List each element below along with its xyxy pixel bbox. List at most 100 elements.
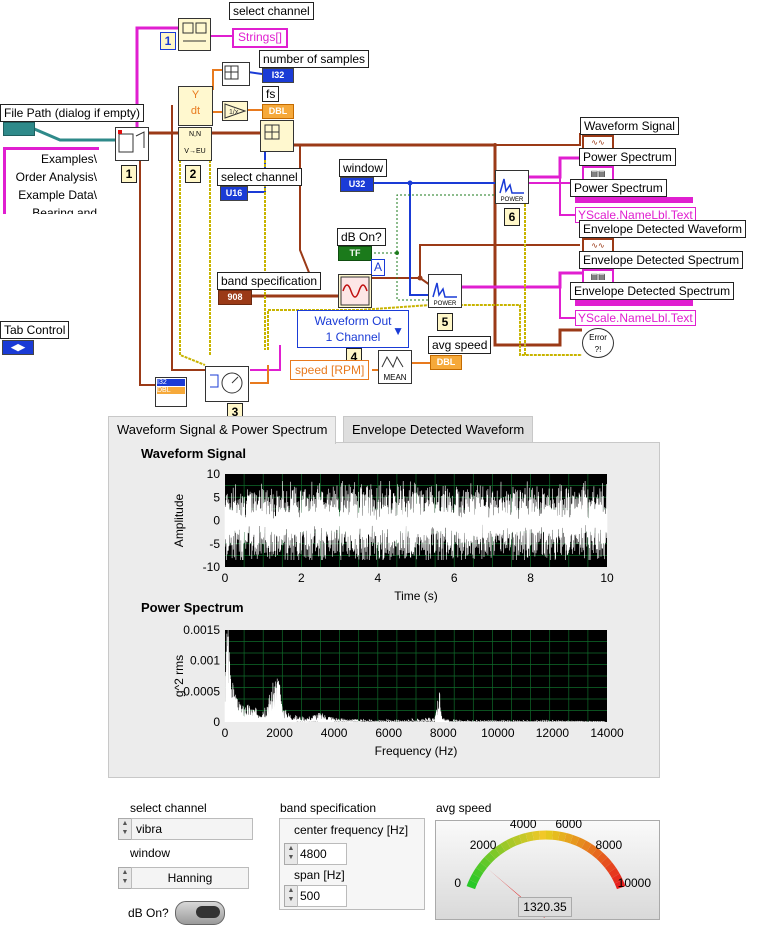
window-ring[interactable]: Hanning <box>131 867 249 889</box>
x-tick-label: 4 <box>374 571 381 585</box>
step-number: 6 <box>504 208 520 226</box>
x-tick-label: 6000 <box>375 726 402 740</box>
yscale-property-2[interactable]: YScale.NameLbl.Text <box>575 310 696 326</box>
y-tick-label: 0 <box>213 715 220 729</box>
tach-icon[interactable] <box>205 366 249 402</box>
fp-db-on-label: dB On? <box>128 906 169 920</box>
window-terminal[interactable]: U32 <box>340 177 374 192</box>
read-file-icon[interactable] <box>115 127 149 161</box>
center-frequency-input[interactable]: 4800 <box>297 843 347 865</box>
strings-indicator[interactable]: Strings[] <box>232 28 289 48</box>
mean-icon[interactable]: MEAN <box>378 350 412 384</box>
yscale-property-1[interactable]: YScale.NameLbl.Text <box>575 207 696 223</box>
tab-envelope[interactable]: Envelope Detected Waveform <box>343 416 534 442</box>
envelope-icon[interactable] <box>338 274 372 308</box>
db-on-label: dB On? <box>337 228 386 246</box>
gauge-arc <box>489 847 501 859</box>
gauge-arc <box>586 843 598 855</box>
center-frequency-label: center frequency [Hz] <box>294 823 409 837</box>
select-channel-terminal[interactable]: U16 <box>220 186 248 201</box>
span-input[interactable]: 500 <box>297 885 347 907</box>
tab-waveform-power[interactable]: Waveform Signal & Power Spectrum <box>108 416 337 444</box>
gauge-arc <box>552 830 560 841</box>
reciprocal-icon: 1/x <box>222 101 248 121</box>
avg-speed-label-bd: avg speed <box>428 336 492 354</box>
x-tick-label: 2000 <box>266 726 293 740</box>
waveform-series-line <box>224 480 608 561</box>
envelope-spectrum-property <box>575 300 693 306</box>
band-spec-terminal[interactable]: 908 <box>218 290 252 305</box>
y-tick-label: 0.001 <box>190 654 220 668</box>
y-tick-label: -10 <box>203 560 221 574</box>
y-tick-label: 0.0005 <box>183 684 220 698</box>
fs-label: fs <box>262 86 280 102</box>
envelope-spectrum-label-1: Envelope Detected Spectrum <box>579 251 744 269</box>
x-tick-label: 4000 <box>321 726 348 740</box>
fp-band-spec-label: band specification <box>280 801 377 815</box>
avg-speed-terminal[interactable]: DBL <box>430 355 462 370</box>
index-array-icon[interactable] <box>260 120 294 152</box>
gauge-tick-label: 0 <box>454 876 461 890</box>
waveform-components-node[interactable]: Y dt <box>178 86 213 126</box>
path-constant[interactable]: Examples\ Order Analysis\ Example Data\ … <box>3 147 99 214</box>
gauge-arc <box>614 879 626 890</box>
gauge-arc <box>596 852 608 864</box>
tab-control-label: Tab Control <box>0 321 70 339</box>
power-spectrum-icon[interactable]: POWER <box>495 170 529 204</box>
gauge-arc <box>525 831 534 842</box>
fs-terminal[interactable]: DBL <box>262 104 294 119</box>
file-path-terminal[interactable] <box>3 122 35 136</box>
y-tick-label: -5 <box>209 537 220 551</box>
fp-window-label: window <box>130 846 171 860</box>
x-tick-label: 10000 <box>481 726 515 740</box>
gauge-tick-label: 4000 <box>510 820 537 831</box>
center-frequency-spinner[interactable]: ▲▼ <box>284 843 298 865</box>
power-spectrum-label-1: Power Spectrum <box>579 148 676 166</box>
array-size-icon <box>222 62 250 86</box>
gauge-arc <box>581 840 592 852</box>
y-tick-label: 5 <box>213 490 220 504</box>
power-spectrum-graph-title: Power Spectrum <box>141 600 244 615</box>
x-tick-label: 8 <box>527 571 534 585</box>
waveform-out-selector[interactable]: Waveform Out 1 Channel ▼ <box>297 310 409 348</box>
select-channel-ring[interactable]: vibra <box>131 818 253 840</box>
x-axis-label: Time (s) <box>394 589 438 603</box>
gauge-tick-label: 2000 <box>470 838 497 852</box>
channel-selector-node[interactable] <box>178 18 211 51</box>
select-channel-spinner[interactable]: ▲▼ <box>118 818 132 840</box>
db-on-terminal[interactable]: TF <box>338 246 372 261</box>
gauge-arc <box>570 834 580 846</box>
tab-control-terminal[interactable]: ◀▶ <box>2 340 34 355</box>
x-tick-label: 2 <box>298 571 305 585</box>
select-channel-label-mid: select channel <box>217 168 302 186</box>
number-of-samples-terminal[interactable]: I32 <box>262 68 294 83</box>
bundle-node[interactable]: I32 DBL <box>155 377 187 407</box>
y-tick-label: 10 <box>207 467 221 481</box>
fp-select-channel-label: select channel <box>130 801 207 815</box>
step-number: 1 <box>160 32 176 50</box>
marker-a: A <box>371 259 385 276</box>
step-number: 5 <box>437 313 453 331</box>
span-spinner[interactable]: ▲▼ <box>284 885 298 907</box>
gauge-arc <box>484 852 496 864</box>
window-spinner[interactable]: ▲▼ <box>118 867 132 889</box>
power-spectrum-icon-2[interactable]: POWER <box>428 274 462 308</box>
y-axis-label: Amplitude <box>172 494 186 548</box>
error-handler-icon[interactable]: Error?! <box>582 328 614 358</box>
x-tick-label: 0 <box>222 726 229 740</box>
file-path-label: File Path (dialog if empty) <box>0 104 145 122</box>
envelope-waveform-label: Envelope Detected Waveform <box>579 220 746 238</box>
chevron-down-icon: ▼ <box>392 324 404 338</box>
x-tick-label: 10 <box>600 571 614 585</box>
y-tick-label: 0.0015 <box>183 623 220 637</box>
power-spectrum-series-line <box>224 629 606 724</box>
x-tick-label: 12000 <box>536 726 570 740</box>
db-on-toggle[interactable] <box>175 901 225 925</box>
step-number: 1 <box>121 165 137 183</box>
gauge-arc <box>506 837 517 849</box>
waveform-signal-label: Waveform Signal <box>580 117 679 135</box>
gauge-arc <box>558 831 567 842</box>
